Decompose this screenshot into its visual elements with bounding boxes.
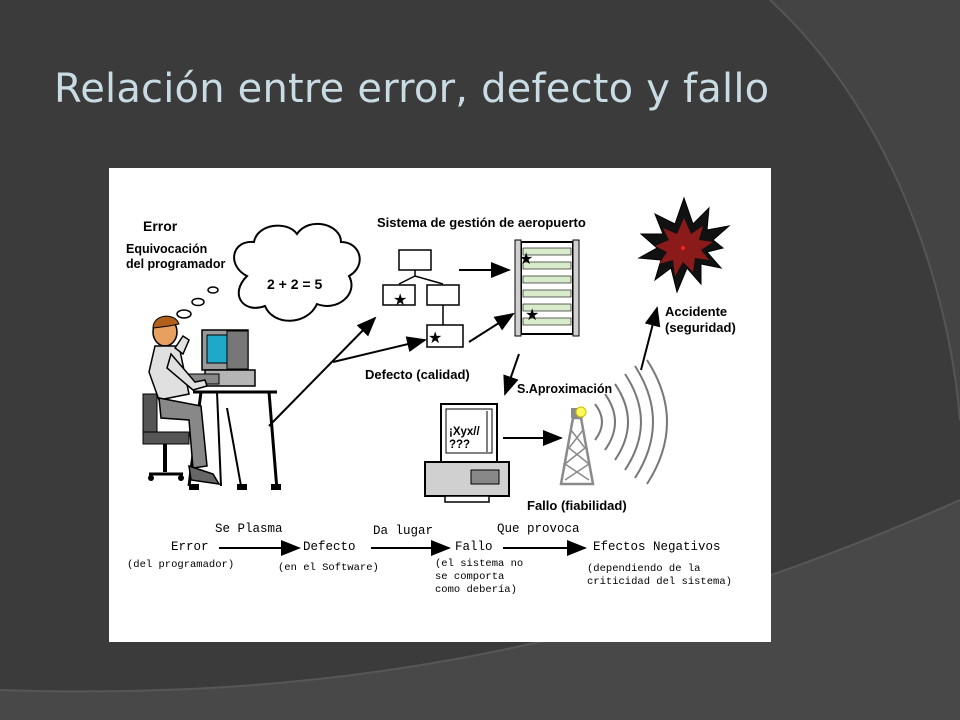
approach-label: S.Aproximación xyxy=(517,382,613,396)
flow-step-effects: Efectos Negativos xyxy=(593,540,721,554)
svg-text:★: ★ xyxy=(519,249,533,268)
flow-note-fallo-line3: como debería) xyxy=(435,584,517,596)
flow-step-error: Error xyxy=(171,540,209,554)
diagram-graphics: ★ ★ ★ ★ xyxy=(142,196,731,556)
flow-transition-se-plasma: Se Plasma xyxy=(215,522,283,536)
svg-text:★: ★ xyxy=(393,290,407,309)
flow-step-defect: Defecto xyxy=(303,540,356,554)
accident-label-line2: (seguridad) xyxy=(665,320,736,335)
flow-note-error: (del programador) xyxy=(127,559,235,571)
flow-note-effects-line1: (dependiendo de la xyxy=(587,563,701,575)
flow-note-fallo-line2: se comporta xyxy=(435,571,505,583)
screen-text-line2: ??? xyxy=(449,439,471,451)
svg-text:★: ★ xyxy=(428,328,442,347)
svg-text:★: ★ xyxy=(525,305,539,324)
terminal-illustration xyxy=(424,403,510,503)
flow-note-effects-line2: criticidad del sistema) xyxy=(587,576,732,588)
system-title: Sistema de gestión de aeropuerto xyxy=(377,215,586,230)
thought-text: 2 + 2 = 5 xyxy=(267,276,323,292)
diagram-figure: ★ ★ ★ ★ xyxy=(109,168,771,642)
explosion-illustration xyxy=(637,196,731,294)
defect-label: Defecto (calidad) xyxy=(365,367,470,382)
system-diagram: ★ ★ xyxy=(382,249,464,348)
slide-title: Relación entre error, defecto y fallo xyxy=(54,66,770,112)
flow-note-defect: (en el Software) xyxy=(278,562,379,574)
diagram-arrows xyxy=(268,262,661,446)
screen-text-line1: ¡Xyx// xyxy=(449,426,480,438)
accident-label-line1: Accidente xyxy=(665,304,728,319)
flow-transition-da-lugar: Da lugar xyxy=(373,524,434,538)
programmer-illustration xyxy=(142,315,281,491)
failure-label: Fallo (fiabilidad) xyxy=(527,498,627,513)
error-description-line2: del programador xyxy=(126,257,226,271)
antenna-illustration xyxy=(559,359,668,486)
printout-illustration: ★ ★ xyxy=(514,239,580,337)
flow-transition-que-provoca: Que provoca xyxy=(497,522,580,536)
thought-cloud xyxy=(176,223,361,322)
flow-note-fallo-line1: (el sistema no xyxy=(435,558,524,570)
error-title: Error xyxy=(143,218,178,234)
error-description-line1: Equivocación xyxy=(126,242,208,256)
flow-step-fallo: Fallo xyxy=(455,540,493,554)
